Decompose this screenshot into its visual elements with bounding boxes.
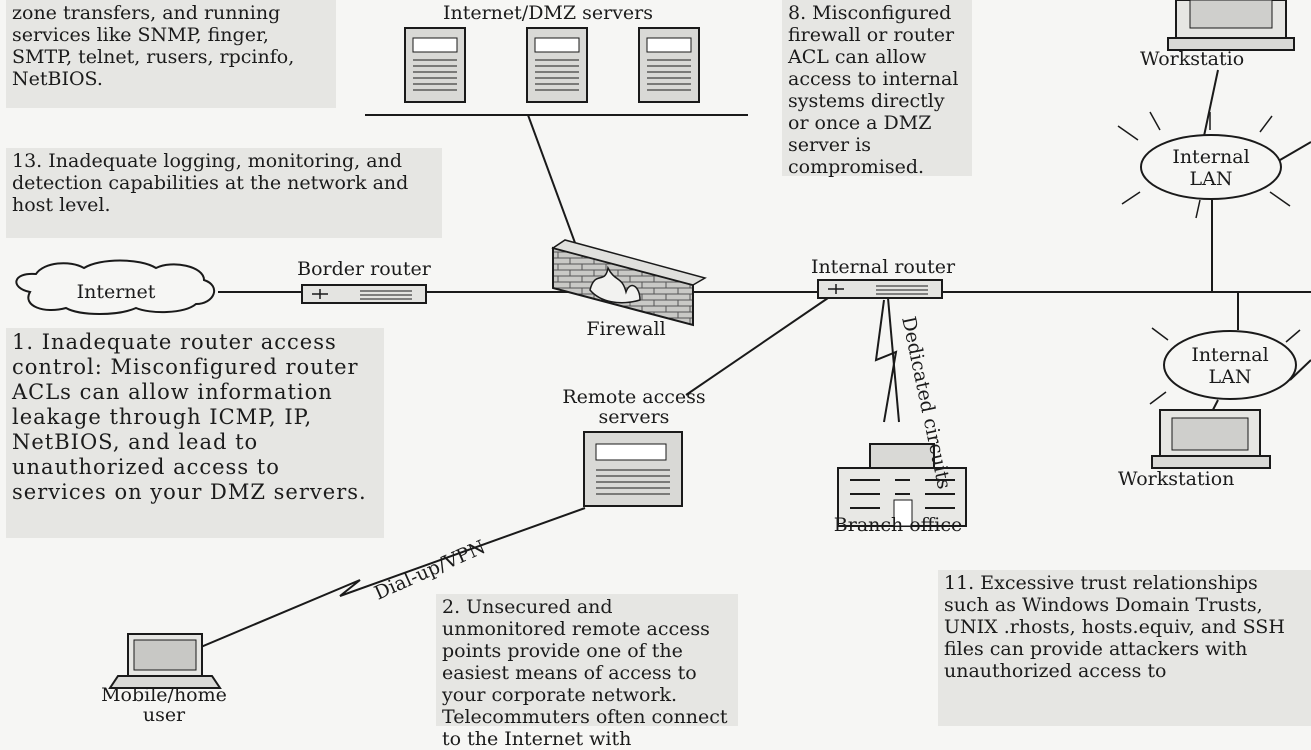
firewall-label: Firewall (586, 318, 666, 340)
workstation-bottom-icon (1151, 409, 1271, 469)
internal-router-label: Internal router (810, 256, 956, 278)
router-to-remote-line (685, 297, 829, 396)
internal-lan-top-label-2: LAN (1190, 168, 1233, 190)
internal-router-icon (817, 279, 943, 299)
workstation-top-icon (1167, 0, 1295, 51)
mobile-user-label-2: user (142, 704, 186, 726)
remote-access-label-2: servers (598, 406, 670, 428)
dmz-server-1 (404, 27, 466, 103)
note-services: zone transfers, and running services lik… (6, 0, 336, 108)
workstation-bottom-label: Workstation (1118, 468, 1235, 490)
remote-access-label-1: Remote access (562, 386, 706, 408)
note-remote-access: 2. Unsecured and unmonitored remote acce… (436, 594, 738, 750)
border-router-label: Border router (297, 258, 431, 280)
note-router-access: 1. Inadequate router access control: Mis… (6, 328, 384, 538)
laptop-icon (108, 633, 222, 689)
internet-cloud-icon (15, 259, 216, 315)
network-diagram: Internal LAN Internal LAN Dial-up/VPN De… (15, 0, 1311, 689)
dialup-lightning-icon (169, 507, 586, 661)
lower-lan-spoke-line (1289, 359, 1311, 381)
note-logging: 13. Inadequate logging, monitoring, and … (6, 148, 442, 238)
dmz-server-3 (638, 27, 700, 103)
workstation-top-label: Workstatio (1140, 48, 1245, 70)
dmz-servers-label: Internet/DMZ servers (442, 2, 654, 24)
upper-lan-spoke-line (1279, 141, 1311, 161)
router-to-branch-line (887, 297, 900, 423)
border-router-icon (301, 284, 427, 304)
internal-lan-bottom-icon: Internal LAN (1149, 327, 1301, 405)
internal-lan-bottom-label-1: Internal (1191, 344, 1268, 366)
upper-lan-to-workstation-line (1203, 69, 1219, 137)
internal-lan-top-label-1: Internal (1172, 146, 1249, 168)
internal-lan-top-icon: Internal LAN (1117, 111, 1291, 219)
firewall-icon (551, 239, 707, 327)
internal-lan-bottom-label-2: LAN (1209, 366, 1252, 388)
dmz-server-2 (526, 27, 588, 103)
note-trust: 11. Excessive trust relationships such a… (938, 570, 1311, 726)
remote-access-server-icon (583, 431, 683, 507)
dedicated-circuits-lightning-icon (874, 299, 898, 423)
branch-office-label: Branch office (833, 514, 963, 536)
mobile-user-label-1: Mobile/home (101, 684, 227, 706)
note-misconfigured-firewall: 8. Misconfigured firewall or router ACL … (782, 0, 972, 178)
branch-office-building-icon (837, 443, 967, 527)
internet-label: Internet (77, 281, 156, 303)
